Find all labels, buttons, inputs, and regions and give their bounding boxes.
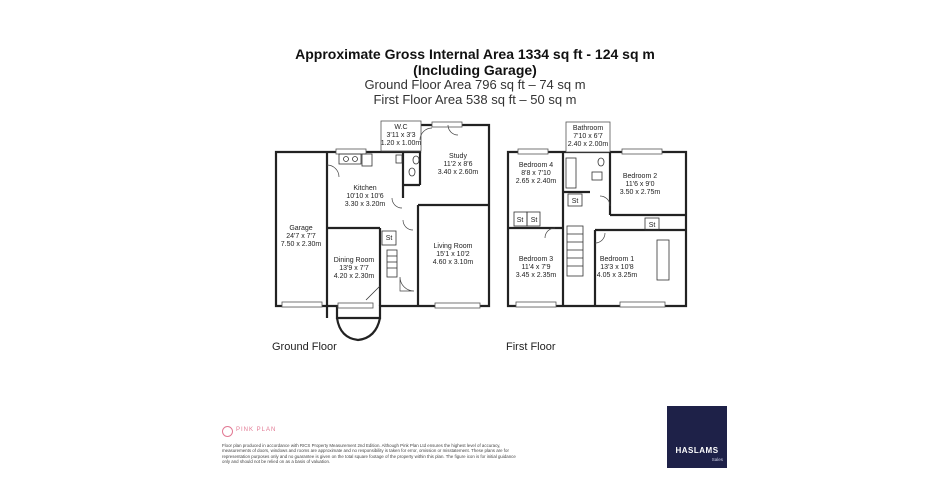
kitchen-metric: 3.30 x 3.20m	[345, 201, 386, 208]
study-name: Study	[449, 153, 467, 160]
living-metric: 4.60 x 3.10m	[433, 259, 474, 266]
first-store-label-3: St	[572, 198, 579, 205]
garage-name: Garage	[289, 225, 312, 232]
ground-floor-area: Ground Floor Area 796 sq ft – 74 sq m	[364, 77, 586, 92]
bedroom3-metric: 3.45 x 2.35m	[516, 272, 557, 279]
study-metric: 3.40 x 2.60m	[438, 169, 479, 176]
dining-name: Dining Room	[334, 257, 375, 264]
pink-plan-logo-icon	[222, 426, 233, 437]
bedroom2-metric: 3.50 x 2.75m	[620, 189, 661, 196]
ground-floor-plan: Garage 24'7 x 7'7 7.50 x 2.30m W.C 3'11 …	[274, 120, 491, 342]
bedroom1-metric: 4.05 x 3.25m	[597, 272, 638, 279]
area-subtitle: (Including Garage)	[413, 62, 537, 78]
living-name: Living Room	[434, 243, 473, 250]
first-store-label-2: St	[531, 217, 538, 224]
logo-name: HASLAMS	[675, 446, 719, 455]
logo-sub: Sales	[711, 457, 723, 462]
first-store-label-4: St	[649, 222, 656, 229]
bedroom2-name: Bedroom 2	[623, 173, 657, 180]
dining-imperial: 13'9 x 7'7	[339, 265, 369, 272]
first-floor-label: First Floor	[506, 341, 556, 353]
first-store-label-1: St	[517, 217, 524, 224]
first-floor-plan: Bathroom 7'10 x 6'7 2.40 x 2.00m Bedroom…	[506, 121, 688, 308]
bedroom4-imperial: 8'8 x 7'10	[521, 170, 551, 177]
bedroom4-name: Bedroom 4	[519, 162, 553, 169]
wc-metric: 1.20 x 1.00m	[381, 140, 422, 147]
garage-imperial: 24'7 x 7'7	[286, 233, 316, 240]
first-floor-area: First Floor Area 538 sq ft – 50 sq m	[373, 92, 577, 107]
dining-metric: 4.20 x 2.30m	[334, 273, 375, 280]
wc-name: W.C	[394, 124, 407, 131]
bedroom1-name: Bedroom 1	[600, 256, 634, 263]
study-imperial: 11'2 x 8'6	[443, 161, 472, 168]
bedroom4-metric: 2.65 x 2.40m	[516, 178, 557, 185]
living-imperial: 15'1 x 10'2	[436, 251, 470, 258]
bedroom3-name: Bedroom 3	[519, 256, 553, 263]
kitchen-imperial: 10'10 x 10'6	[346, 193, 383, 200]
bedroom1-imperial: 13'3 x 10'8	[600, 264, 634, 271]
ground-floor-label: Ground Floor	[272, 341, 337, 353]
disclaimer-text: Floor plan produced in accordance with R…	[222, 443, 516, 465]
bedroom2-imperial: 11'6 x 9'0	[625, 181, 654, 188]
area-title: Approximate Gross Internal Area 1334 sq …	[295, 46, 655, 62]
garage-metric: 7.50 x 2.30m	[281, 241, 322, 248]
bathroom-metric: 2.40 x 2.00m	[568, 141, 609, 148]
haslams-logo: HASLAMS Sales	[667, 406, 727, 468]
bathroom-imperial: 7'10 x 6'7	[573, 133, 603, 140]
ground-store-label: St	[386, 235, 393, 242]
pink-plan-brand: PINK PLAN	[236, 427, 277, 433]
bathroom-name: Bathroom	[573, 125, 604, 132]
wc-imperial: 3'11 x 3'3	[386, 132, 415, 139]
kitchen-name: Kitchen	[353, 185, 376, 192]
bedroom3-imperial: 11'4 x 7'9	[521, 264, 550, 271]
